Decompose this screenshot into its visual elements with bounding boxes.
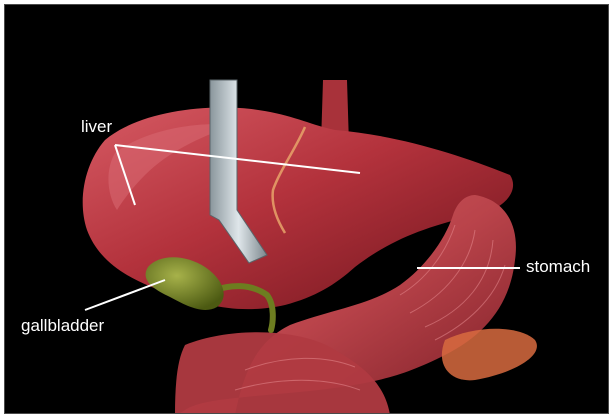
anatomy-illustration [5,5,609,414]
illustration-frame: liver stomach gallbladder [4,4,609,414]
gallbladder-leader [85,280,165,310]
stomach-label: stomach [526,258,590,275]
gallbladder-label: gallbladder [21,317,104,334]
pancreas-illustration [442,329,537,381]
liver-label: liver [81,118,112,135]
